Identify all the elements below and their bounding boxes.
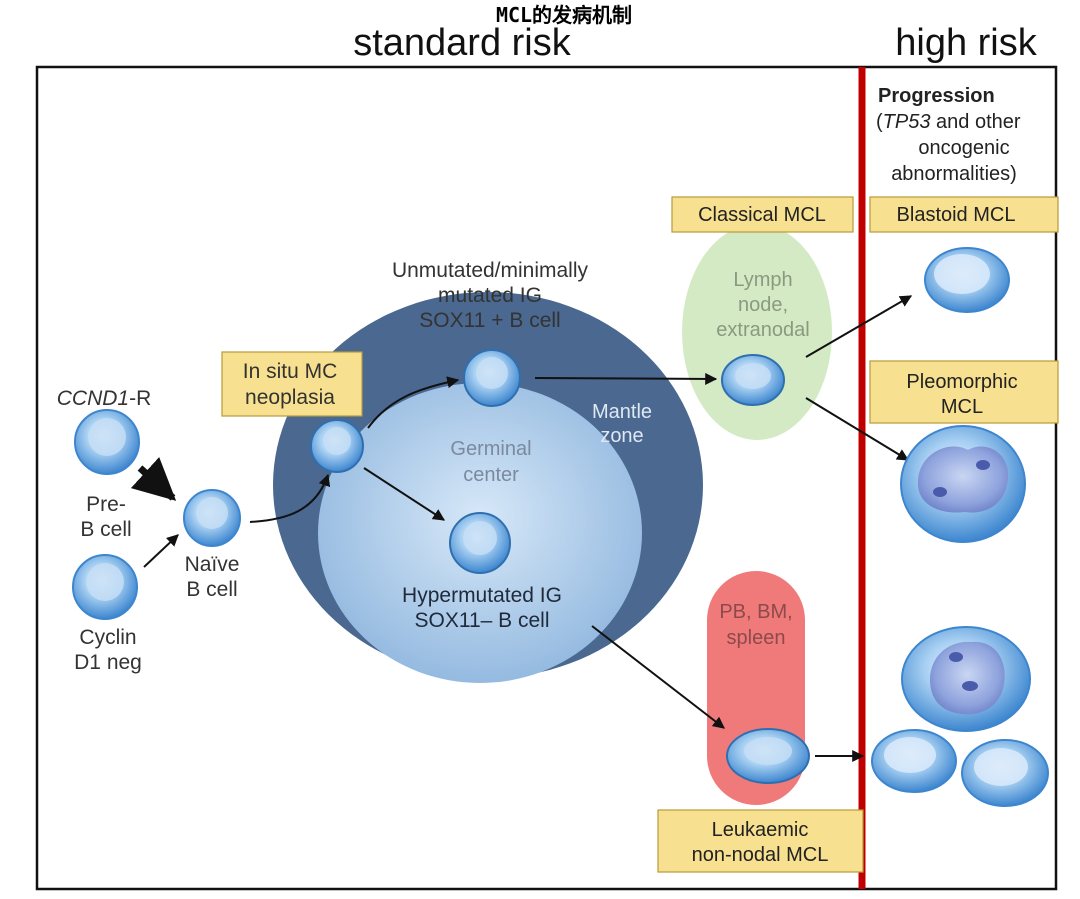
lymph-label-line2: node, [738, 294, 788, 316]
progression-title: Progression [878, 85, 995, 107]
cyclin-label-line1: Cyclin [79, 626, 136, 649]
arrow-insitu-to-hypermutated [363, 467, 446, 521]
leukaemic-mcl-label-line1: Leukaemic [712, 819, 809, 841]
classical-mcl-label: Classical MCL [698, 204, 826, 226]
germinal-center-label-line2: center [463, 464, 519, 486]
hypermutated-cell [449, 512, 511, 574]
naive-label-line2: B cell [186, 578, 237, 601]
unmutated-label-line1: Unmutated/minimally [392, 259, 589, 282]
insitu-label-line1: In situ MC [243, 360, 338, 383]
lymph-label-line3: extranodal [716, 319, 809, 341]
high-risk-heading: high risk [895, 22, 1037, 64]
hypermutated-label-line2: SOX11– B cell [414, 609, 549, 632]
leukaemic-small-cell-left [871, 729, 957, 793]
ccnd1-cell [74, 409, 140, 475]
arrow-hypermutated-to-blood [591, 625, 725, 729]
arrow-cyclin-to-naive [143, 534, 179, 568]
leukaemic-label-box [657, 809, 864, 873]
blood-cell [726, 728, 810, 784]
arrow-lymph-to-blastoid [805, 295, 913, 358]
blastoid-cell [924, 247, 1010, 313]
insitu-cell [310, 419, 364, 473]
cyclin-label-line2: D1 neg [74, 651, 142, 674]
lymph-cell [721, 354, 785, 406]
arrow-insitu-to-unmutated [367, 376, 460, 429]
ccnd1-label: CCND1-R [57, 387, 152, 410]
pre-b-label-line1: Pre- [86, 493, 126, 516]
insitu-label-line2: neoplasia [245, 386, 335, 409]
naive-cell [183, 489, 241, 547]
blood-label-line1: PB, BM, [719, 601, 792, 623]
leukaemic-large-cell [901, 626, 1031, 732]
pre-b-label-line2: B cell [80, 518, 131, 541]
standard-risk-heading: standard risk [353, 22, 572, 64]
pleomorphic-cell [900, 425, 1026, 543]
naive-label-line1: Naïve [185, 553, 240, 576]
mantle-zone-label-line2: zone [600, 425, 643, 447]
progression-line2: oncogenic [918, 137, 1009, 159]
hypermutated-label-line1: Hypermutated IG [402, 584, 562, 607]
blastoid-label-box [869, 196, 1059, 233]
insitu-label-box [221, 351, 363, 417]
diagram-frame [35, 65, 1058, 891]
blood-label-line2: spleen [727, 627, 786, 649]
pleomorphic-label-box [869, 360, 1059, 424]
leukaemic-small-cell-right [961, 739, 1049, 807]
progression-line3: abnormalities) [891, 163, 1017, 185]
chinese-title: MCL的发病机制 [496, 3, 632, 27]
progression-line1: (TP53 and other [876, 111, 1021, 133]
classical-label-box [671, 196, 854, 233]
germinal-center-label-line1: Germinal [450, 438, 531, 460]
unmutated-cell [463, 349, 521, 407]
lymph-label-line1: Lymph [733, 269, 792, 291]
pleomorphic-mcl-label-line1: Pleomorphic [906, 371, 1017, 393]
arrow-preb-to-naive [130, 457, 177, 501]
blastoid-mcl-label: Blastoid MCL [897, 204, 1016, 226]
arrow-naive-to-insitu [249, 473, 331, 523]
mantle-zone-label-line1: Mantle [592, 401, 652, 423]
cyclin-cell [72, 554, 138, 620]
unmutated-label-line3: SOX11 + B cell [419, 309, 560, 332]
lymph-node-region [682, 224, 832, 440]
arrow-lymph-to-pleomorphic [805, 397, 910, 461]
pleomorphic-mcl-label-line2: MCL [941, 396, 983, 418]
arrow-unmutated-to-lymph [534, 372, 718, 385]
leukaemic-mcl-label-line2: non-nodal MCL [692, 844, 829, 866]
unmutated-label-line2: mutated IG [438, 284, 542, 307]
